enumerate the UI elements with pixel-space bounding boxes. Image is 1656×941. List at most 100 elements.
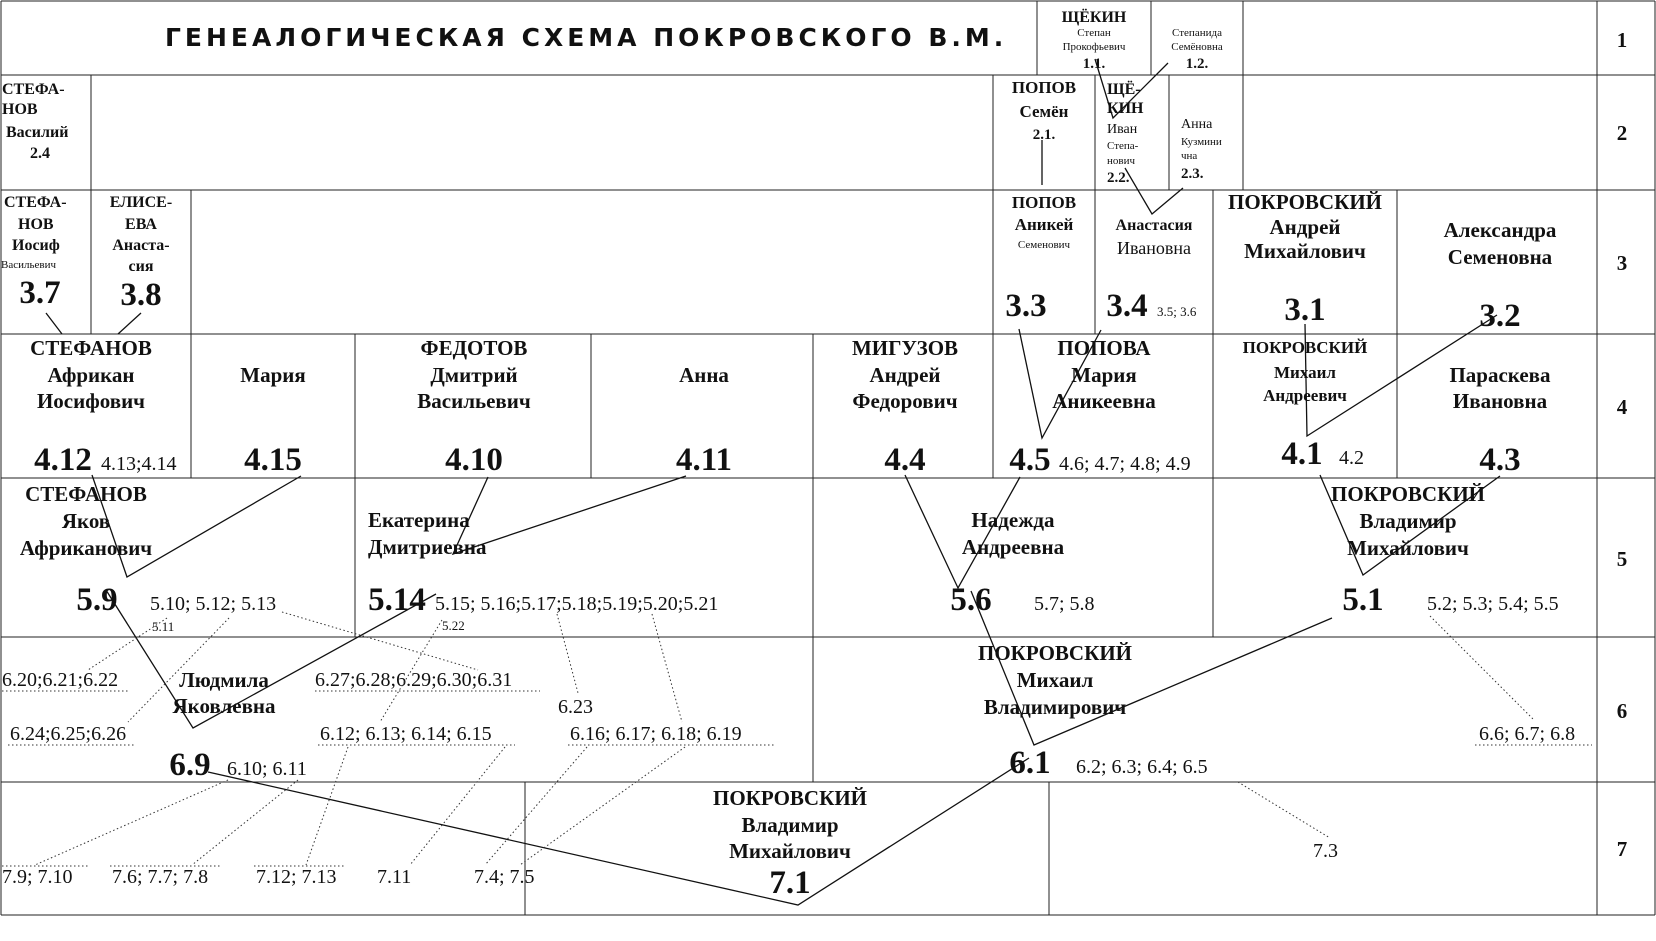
person-4-1-line-3: Андреевич: [1263, 386, 1347, 405]
person-4-12-id: 4.12: [34, 442, 92, 478]
link-to-7-1: [207, 757, 1030, 906]
person-5-9-line-1: СТЕФАНОВ: [25, 482, 147, 506]
person-3-4-line-2: Ивановна: [1117, 238, 1191, 258]
person-2-1: ПОПОВ Семён 2.1.: [1012, 78, 1076, 143]
person-5-9-id: 5.9: [76, 582, 117, 618]
row-number-2: 2: [1617, 121, 1628, 145]
person-1-1-id: 1.1.: [1083, 56, 1106, 72]
person-1-1-surname: ЩЁКИН: [1062, 8, 1127, 26]
person-1-2: Степанида Семёновна 1.2.: [1171, 27, 1223, 72]
person-3-1-line-2: Андрей: [1270, 215, 1341, 239]
person-2-4-line-2: НОВ: [2, 101, 38, 118]
person-3-1-line-1: ПОКРОВСКИЙ: [1228, 190, 1382, 214]
person-2-4-line-3: Василий: [6, 124, 68, 141]
person-4-11-id: 4.11: [676, 442, 732, 478]
person-6-1-line-2: Михаил: [1017, 668, 1094, 692]
person-5-14-refs-2: 5.22: [442, 618, 465, 633]
person-1-2-given-2: Семёновна: [1171, 41, 1223, 53]
person-4-10-id: 4.10: [445, 442, 503, 478]
dot-6-10-to-7-9: [34, 779, 229, 866]
dot-6-19-to-7-5: [519, 746, 686, 866]
person-3-4-refs: 3.5; 3.6: [1157, 304, 1197, 319]
person-3-7-line-4: Васильевич: [1, 259, 56, 271]
person-5-9: СТЕФАНОВ Яков Африканович 5.9 5.10; 5.12…: [20, 482, 276, 634]
person-2-3-given-3: чна: [1181, 150, 1197, 162]
person-4-15-id: 4.15: [244, 442, 302, 478]
person-3-7-id: 3.7: [19, 275, 60, 311]
person-4-10-line-1: ФЕДОТОВ: [421, 336, 528, 360]
dot-6-16-to-7-4: [484, 746, 588, 866]
person-2-2-given-2: Степа-: [1107, 140, 1139, 152]
person-6-1-id: 6.1: [1009, 745, 1050, 781]
row-number-3: 3: [1617, 251, 1628, 275]
person-4-15-name: Мария: [240, 363, 305, 387]
person-2-3-id: 2.3.: [1181, 166, 1204, 182]
dot-6-11-to-7-6: [191, 779, 299, 866]
person-5-1-line-3: Михайлович: [1347, 536, 1469, 560]
person-3-3-line-1: ПОПОВ: [1012, 193, 1076, 212]
person-2-2-surname-2: КИН: [1107, 100, 1144, 117]
person-5-1-line-2: Владимир: [1359, 509, 1456, 533]
person-5-14-id: 5.14: [368, 582, 426, 618]
dot-5-19-to-6-16: [651, 613, 683, 723]
person-5-1-id: 5.1: [1342, 582, 1383, 618]
refs-7-12-13: 7.12; 7.13: [256, 866, 337, 888]
person-2-1-line-2: Семён: [1020, 102, 1069, 121]
person-2-2-id: 2.2.: [1107, 170, 1130, 186]
person-4-4-line-1: МИГУЗОВ: [852, 336, 958, 360]
person-2-4: СТЕФА- НОВ Василий 2.4: [2, 81, 68, 162]
person-6-1: ПОКРОВСКИЙ Михаил Владимирович 6.1 6.2; …: [978, 641, 1208, 781]
page-title: ГЕНЕАЛОГИЧЕСКАЯ СХЕМА ПОКРОВСКОГО В.М.: [165, 23, 1007, 52]
person-3-7-line-3: Иосиф: [12, 237, 60, 254]
person-6-9: Людмила Яковлевна 6.9 6.10; 6.11: [169, 668, 306, 783]
person-6-9-refs: 6.10; 6.11: [227, 758, 307, 780]
row-number-1: 1: [1617, 28, 1628, 52]
person-4-3-line-2: Ивановна: [1453, 389, 1548, 413]
refs-7-3: 7.3: [1313, 840, 1338, 862]
row-numbers: 1 2 3 4 5 6 7: [1617, 28, 1628, 861]
person-4-5-line-3: Аникеевна: [1052, 389, 1156, 413]
person-1-1-given-1: Степан: [1077, 27, 1111, 39]
person-3-8-line-1: ЕЛИСЕ-: [110, 194, 172, 211]
person-6-1-line-3: Владимирович: [984, 695, 1127, 719]
person-7-1-id: 7.1: [769, 865, 810, 901]
person-1-1: ЩЁКИН Степан Прокофьевич 1.1.: [1062, 8, 1127, 72]
person-3-4: Анастасия Ивановна 3.4 3.5; 3.6: [1106, 217, 1196, 324]
refs-6-27-31: 6.27;6.28;6.29;6.30;6.31: [315, 669, 512, 691]
person-4-4: МИГУЗОВ Андрей Федорович 4.4: [852, 336, 958, 478]
person-5-6: Надежда Андреевна 5.6 5.7; 5.8: [950, 508, 1094, 618]
person-5-9-refs: 5.10; 5.12; 5.13: [150, 593, 276, 615]
person-3-3-line-3: Семенович: [1018, 239, 1071, 251]
person-5-6-line-2: Андреевна: [962, 535, 1065, 559]
refs-7-9-10: 7.9; 7.10: [2, 866, 73, 888]
person-5-6-line-1: Надежда: [971, 508, 1055, 532]
person-4-12-refs: 4.13;4.14: [101, 453, 177, 475]
link-to-3-8: [117, 312, 142, 335]
person-2-1-line-1: ПОПОВ: [1012, 78, 1076, 97]
person-4-5: ПОПОВА Мария Аникеевна 4.5 4.6; 4.7; 4.8…: [1009, 336, 1190, 478]
person-5-14-refs: 5.15; 5.16;5.17;5.18;5.19;5.20;5.21: [435, 593, 718, 615]
person-3-8-line-4: сия: [129, 258, 154, 275]
person-5-9-line-2: Яков: [62, 509, 110, 533]
person-5-1: ПОКРОВСКИЙ Владимир Михайлович 5.1 5.2; …: [1331, 482, 1559, 618]
person-1-2-given-1: Степанида: [1172, 27, 1222, 39]
person-4-11-name: Анна: [679, 363, 729, 387]
refs-7-6-8: 7.6; 7.7; 7.8: [112, 866, 208, 888]
person-4-5-refs: 4.6; 4.7; 4.8; 4.9: [1059, 453, 1191, 475]
person-6-1-line-1: ПОКРОВСКИЙ: [978, 641, 1132, 665]
person-5-14: Екатерина Дмитриевна 5.14 5.15; 5.16;5.1…: [368, 508, 718, 633]
person-6-1-refs: 6.2; 6.3; 6.4; 6.5: [1076, 756, 1208, 778]
person-3-3-id: 3.3: [1005, 288, 1046, 324]
person-2-2-given-3: нович: [1107, 155, 1135, 167]
person-4-3-id: 4.3: [1479, 442, 1520, 478]
person-4-10: ФЕДОТОВ Дмитрий Васильевич 4.10: [417, 336, 531, 478]
link-to-5-6: [904, 474, 1021, 590]
person-3-8-id: 3.8: [120, 277, 161, 313]
person-3-1-id: 3.1: [1284, 292, 1325, 328]
person-1-1-given-2: Прокофьевич: [1063, 41, 1126, 53]
dot-5-12-to-6-24: [127, 617, 230, 723]
person-3-4-id: 3.4: [1106, 288, 1147, 324]
refs-6-12-15: 6.12; 6.13; 6.14; 6.15: [320, 723, 492, 745]
person-5-14-line-2: Дмитриевна: [368, 535, 487, 559]
